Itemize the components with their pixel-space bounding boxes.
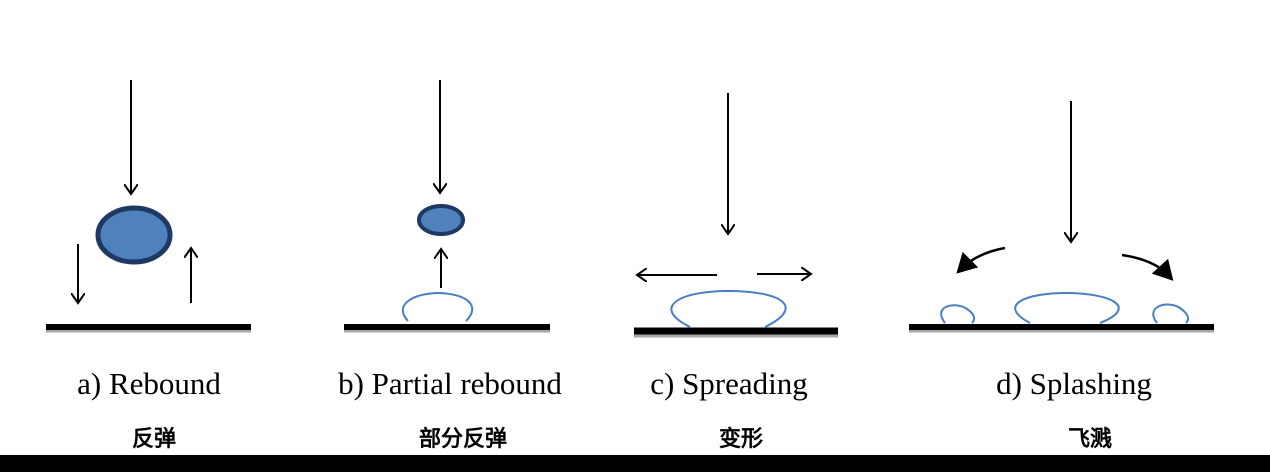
- small-droplet: [417, 204, 465, 236]
- label-rebound: a) Rebound: [77, 366, 221, 401]
- panel-rebound: [46, 80, 251, 333]
- droplet: [95, 205, 173, 265]
- center-film: [1014, 291, 1120, 324]
- bottom-bar: [0, 455, 1270, 472]
- residual-film: [401, 291, 474, 322]
- right-splash-arrow: [1121, 253, 1174, 281]
- panel-spreading: [634, 93, 838, 338]
- spread-film: [670, 289, 787, 328]
- panel-splashing: [909, 101, 1214, 333]
- label-partial-rebound-zh: 部分反弹: [418, 427, 507, 452]
- label-splashing-zh: 飞溅: [1067, 427, 1112, 452]
- panel-partial-rebound: [344, 80, 550, 333]
- label-spreading-zh: 变形: [718, 427, 763, 452]
- right-splash-droplet: [1152, 303, 1190, 324]
- label-rebound-zh: 反弹: [131, 427, 176, 452]
- label-partial-rebound: b) Partial rebound: [338, 366, 562, 401]
- left-splash-arrow: [956, 246, 1006, 274]
- left-splash-droplet: [940, 304, 976, 324]
- label-spreading: c) Spreading: [650, 366, 808, 401]
- label-splashing: d) Splashing: [996, 366, 1152, 401]
